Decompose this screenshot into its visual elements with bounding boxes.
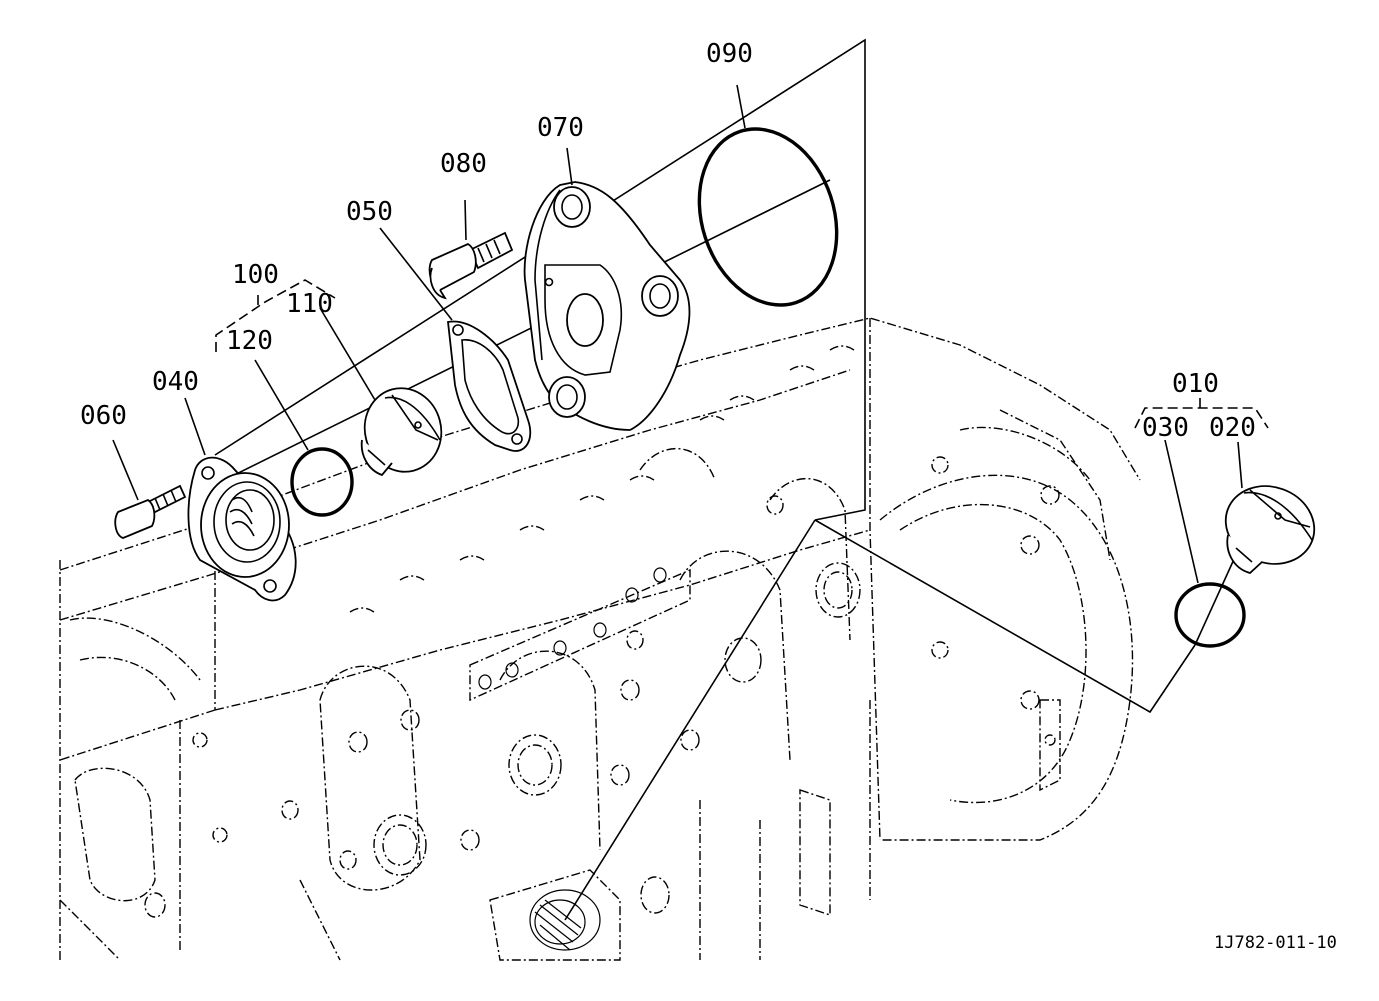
part-050-gasket [379, 227, 532, 452]
part-040-flange [184, 397, 297, 602]
part-090-bolt [428, 199, 514, 300]
part-070-cover-plate [523, 147, 691, 431]
part-120-o-ring [254, 359, 354, 517]
part-080-o-ring [697, 84, 839, 307]
assembly-lines [199, 38, 1246, 921]
label-060: 060 [80, 401, 127, 431]
label-030: 030 [1142, 413, 1189, 443]
label-110: 110 [286, 289, 333, 319]
label-080: 090 [706, 39, 753, 69]
part-labels: 090 070 080 050 100 110 120 040 060 010 … [80, 39, 1256, 443]
part-030-o-ring [1164, 439, 1246, 648]
label-120: 120 [226, 326, 273, 356]
label-010: 010 [1172, 369, 1219, 399]
label-050: 050 [346, 197, 393, 227]
part-110-cap [319, 307, 443, 477]
label-040: 040 [152, 367, 199, 397]
engine-block [59, 317, 1141, 961]
label-020: 020 [1209, 413, 1256, 443]
label-070: 070 [537, 113, 584, 143]
drawing-reference: 1J782-011-10 [1214, 933, 1337, 953]
part-020-cap [1224, 441, 1316, 575]
part-060-bolt [112, 439, 187, 539]
label-090: 080 [440, 149, 487, 179]
group-brackets [215, 279, 1269, 429]
label-100: 100 [232, 260, 279, 290]
